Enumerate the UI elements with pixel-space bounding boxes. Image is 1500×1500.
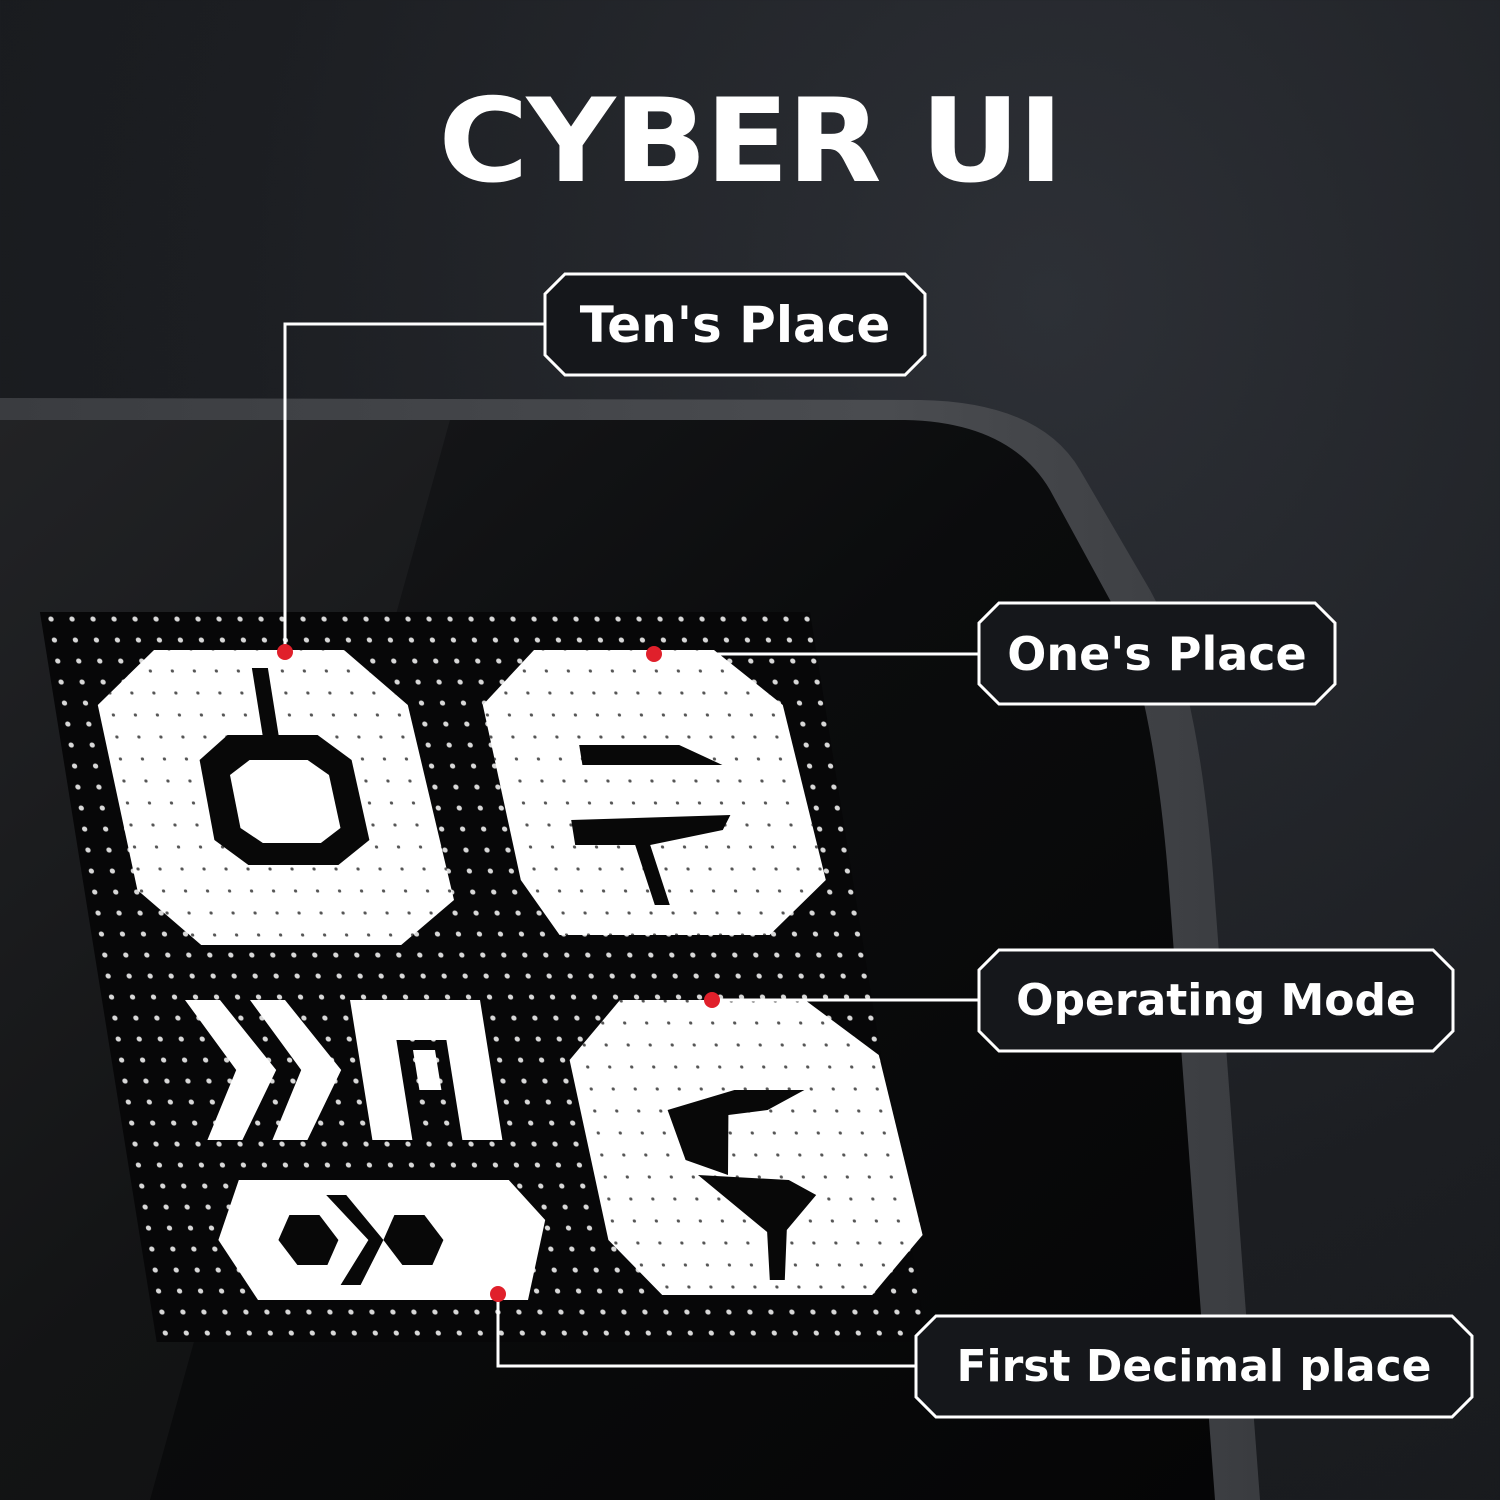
leader-lines (283, 322, 978, 1368)
callout-dots (277, 644, 720, 1302)
operating-mode-icons (184, 1000, 546, 1300)
label-tens-place-text: Ten's Place (579, 295, 891, 354)
label-operating-mode: Operating Mode (977, 948, 1455, 1053)
led-matrix-panel (39, 612, 927, 1342)
label-first-decimal-text: First Decimal place (956, 1341, 1432, 1392)
label-tens-place: Ten's Place (543, 272, 927, 377)
tens-digit (97, 650, 454, 945)
label-operating-mode-text: Operating Mode (1016, 975, 1416, 1026)
ones-digit (482, 650, 826, 935)
page-title: CYBER UI (438, 74, 1063, 209)
label-ones-place: One's Place (977, 601, 1337, 706)
mode-digit (569, 1000, 923, 1295)
label-first-decimal: First Decimal place (914, 1314, 1474, 1419)
label-ones-place-text: One's Place (1007, 626, 1307, 681)
